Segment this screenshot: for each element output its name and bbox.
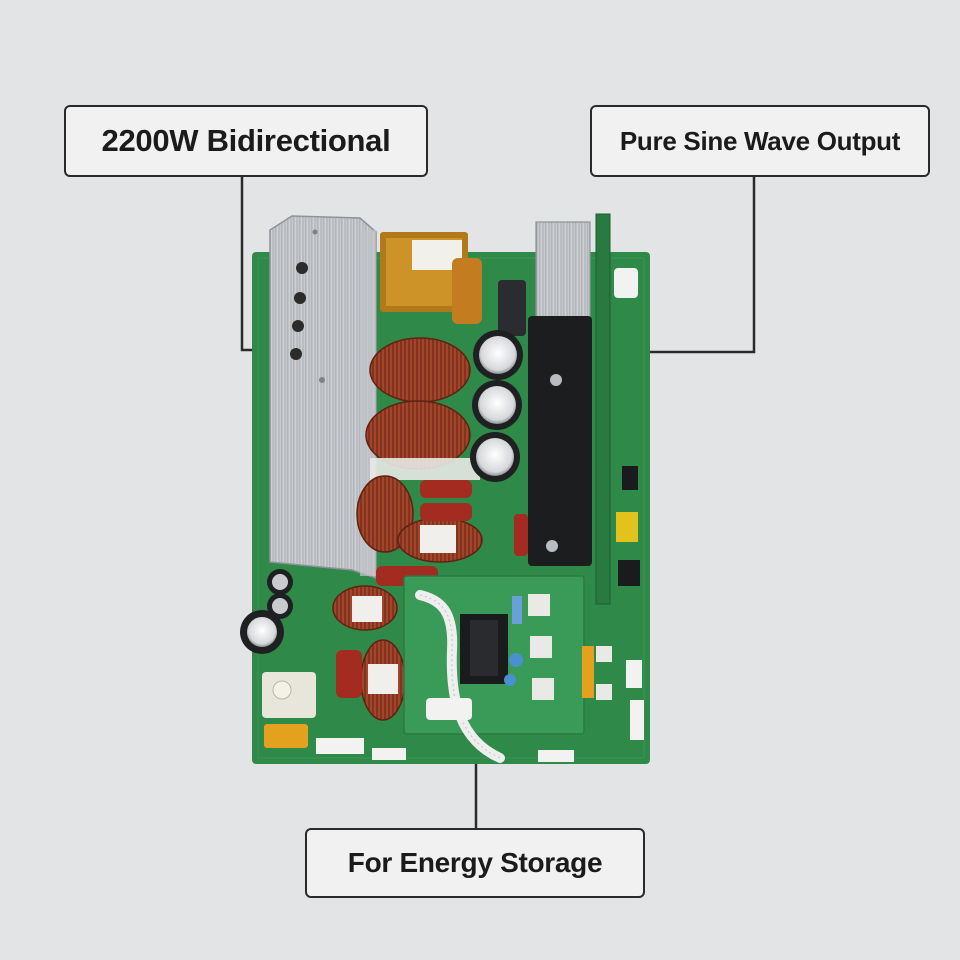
callout-bidirectional: 2200W Bidirectional — [64, 105, 428, 177]
callout-pure-sine-wave: Pure Sine Wave Output — [590, 105, 930, 177]
toroid-coil-1 — [369, 337, 471, 403]
callout-energy-storage: For Energy Storage — [305, 828, 645, 898]
callout-energy-storage-text: For Energy Storage — [347, 847, 603, 878]
power-module — [528, 316, 592, 566]
callout-bidirectional-text: 2200W Bidirectional — [101, 123, 391, 158]
leader-line-right — [648, 177, 756, 354]
callout-pure-sine-wave-text: Pure Sine Wave Output — [619, 125, 901, 156]
heatsink-right — [535, 221, 591, 323]
